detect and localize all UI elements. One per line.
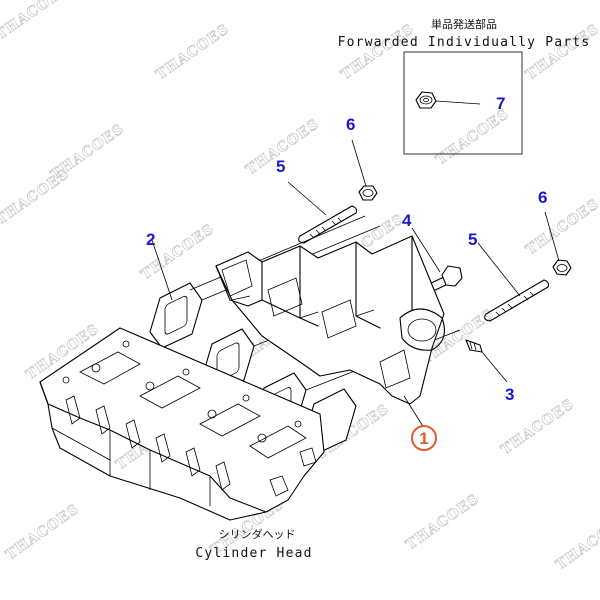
watermark: THACOES (153, 21, 232, 83)
watermark: THACOES (433, 106, 512, 168)
watermark: THACOES (0, 166, 72, 228)
callout-4: 4 (402, 211, 412, 230)
watermark: THACOES (523, 196, 600, 258)
cylinder-head-japanese-label: シリンダヘッド (219, 527, 296, 541)
watermark: THACOES (498, 396, 577, 458)
callout-6-right: 6 (538, 188, 547, 207)
watermark: THACOES (403, 491, 482, 553)
stud-bolt-5-right (477, 242, 550, 322)
forwarded-parts-box (403, 51, 523, 155)
callout-1-highlight-ring (411, 425, 437, 451)
callout-5-left: 5 (276, 157, 285, 176)
flange-nut-6-right (544, 211, 572, 276)
cylinder-head-english-label: Cylinder Head (195, 546, 312, 561)
flange-nut-6-left (351, 139, 378, 201)
gasket-port (149, 282, 203, 349)
watermark: THACOES (3, 501, 82, 563)
callout-6-left: 6 (346, 115, 355, 134)
forwarded-parts-japanese-label: 単品発送部品 (431, 17, 497, 31)
watermark: THACOES (553, 511, 600, 573)
forwarded-parts-english-label: Forwarded Individually Parts (338, 35, 591, 50)
callout-2: 2 (146, 230, 155, 249)
flange-nut-7 (415, 91, 481, 109)
watermark: THACOES (0, 0, 72, 43)
watermark: THACOES (523, 21, 600, 83)
callout-1: 1 (419, 429, 428, 448)
callout-3: 3 (505, 385, 514, 404)
screw-3 (465, 339, 508, 383)
callout-5-right: 5 (468, 230, 477, 249)
callout-7: 7 (496, 94, 505, 113)
exhaust-manifold-1 (215, 235, 445, 429)
cylinder-head (39, 327, 325, 521)
